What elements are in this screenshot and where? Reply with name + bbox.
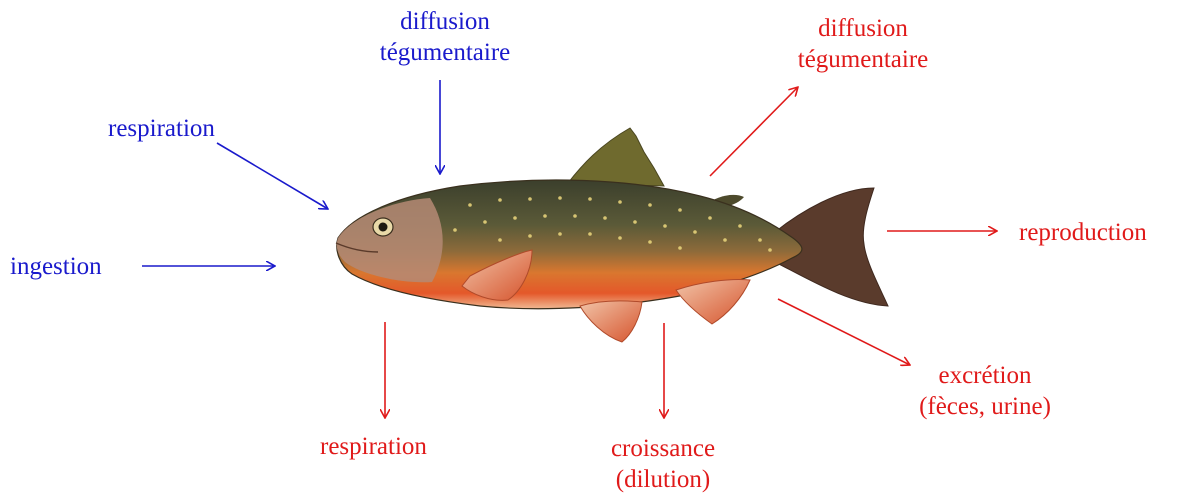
arrow-output-excretion xyxy=(778,299,910,365)
label-input-diffusion-line2: tégumentaire xyxy=(365,37,525,68)
arrow-output-diffusion xyxy=(710,87,798,176)
label-output-reproduction: reproduction xyxy=(1019,217,1147,248)
trout-illustration xyxy=(336,128,888,342)
label-input-ingestion: ingestion xyxy=(10,251,102,282)
label-output-excretion: excrétion (fèces, urine) xyxy=(905,360,1065,423)
label-output-excretion-line2: (fèces, urine) xyxy=(905,391,1065,422)
arrow-input-respiration xyxy=(217,143,328,209)
label-output-croissance-line1: croissance xyxy=(588,433,738,464)
anal-fin xyxy=(676,279,750,324)
dorsal-fin xyxy=(568,128,664,186)
label-input-diffusion: diffusion tégumentaire xyxy=(365,6,525,69)
label-output-diffusion-line2: tégumentaire xyxy=(783,44,943,75)
label-output-croissance-line2: (dilution) xyxy=(588,464,738,495)
label-input-respiration: respiration xyxy=(108,113,215,144)
label-output-excretion-line1: excrétion xyxy=(905,360,1065,391)
label-output-diffusion-line1: diffusion xyxy=(783,13,943,44)
label-output-respiration: respiration xyxy=(320,431,427,462)
fish-pupil xyxy=(379,223,388,232)
label-output-croissance: croissance (dilution) xyxy=(588,433,738,496)
label-output-diffusion: diffusion tégumentaire xyxy=(783,13,943,76)
pelvic-fin xyxy=(580,301,642,342)
label-input-diffusion-line1: diffusion xyxy=(365,6,525,37)
